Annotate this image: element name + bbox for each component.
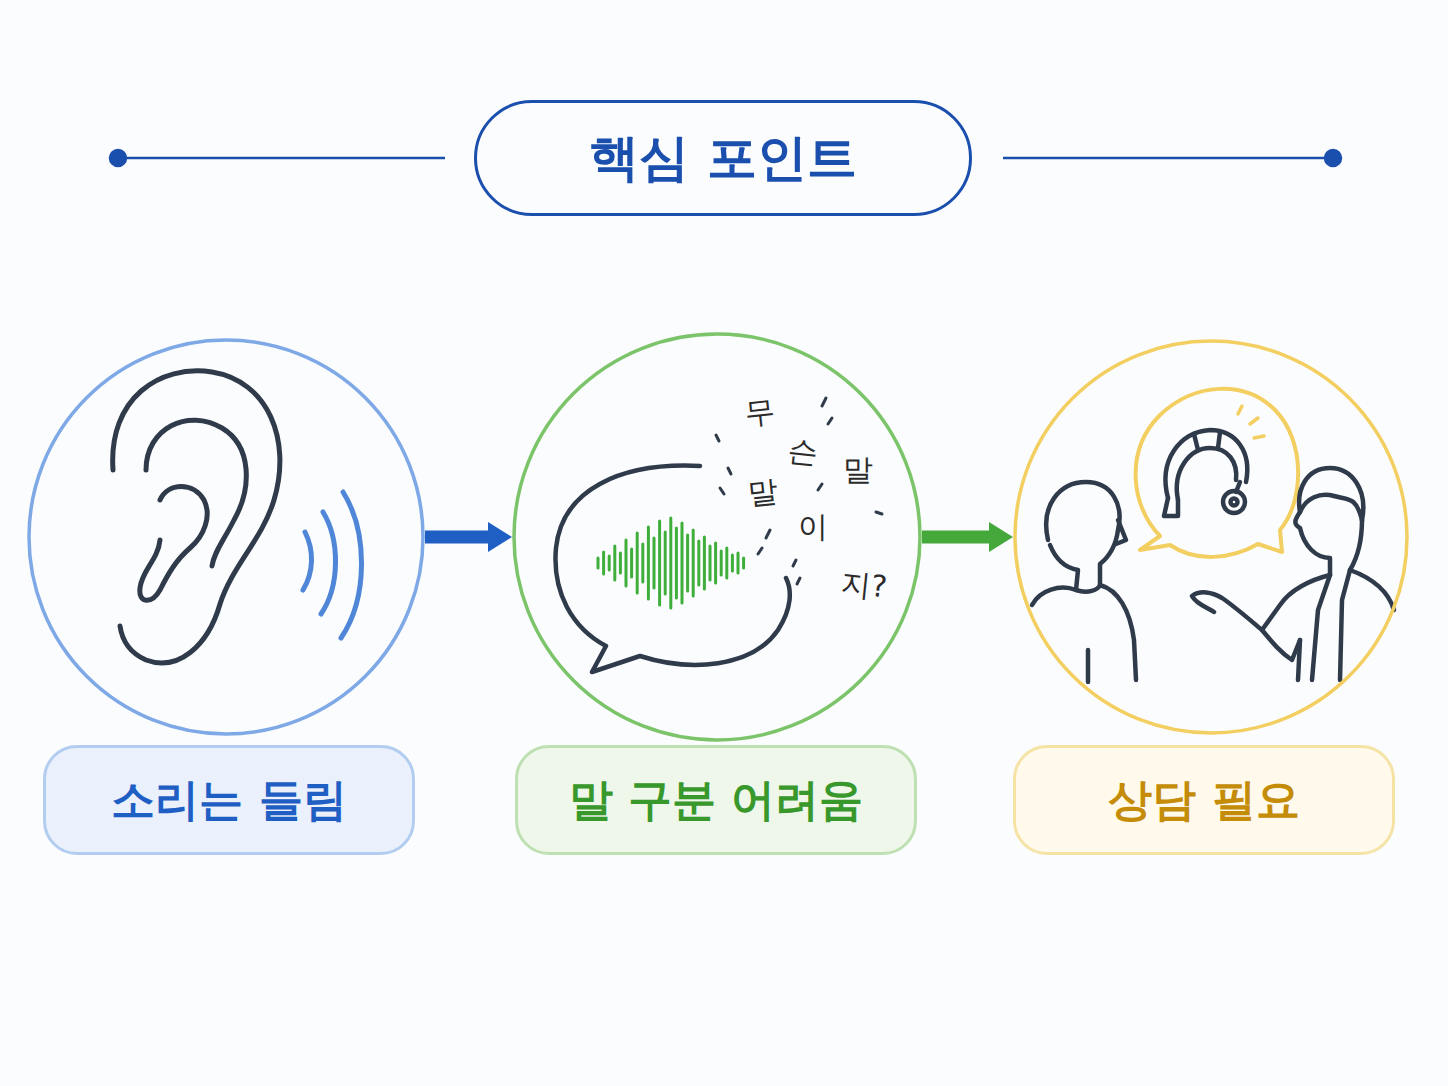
scattered-glyph: 슨: [787, 436, 820, 469]
scattered-glyph: 무: [744, 396, 777, 429]
speech-bubble: [555, 466, 789, 672]
consult-bubble: [1136, 389, 1299, 557]
sound-waveform: [598, 518, 744, 608]
scattered-glyph: 말: [747, 476, 780, 509]
scattered-glyph: 말: [843, 455, 873, 485]
step-node: 말 구분 어려움무슨말말이지?: [512, 332, 922, 855]
step-node: 소리는 들림: [27, 338, 425, 855]
step-node: 상담 필요: [1013, 339, 1409, 855]
person-patient: [1032, 482, 1136, 682]
step-label: 소리는 들림: [111, 771, 346, 830]
flow-arrow: [922, 531, 999, 544]
label-pill: 말 구분 어려움: [515, 745, 917, 855]
ear-icon: [113, 371, 280, 663]
title-pill: 핵심 포인트: [474, 100, 972, 216]
scatter-dashes: [716, 398, 882, 584]
step-circle: [1013, 339, 1409, 735]
circle-outline: [29, 340, 423, 734]
flow-arrow: [425, 531, 498, 544]
sound-waves: [303, 492, 362, 638]
step-label: 말 구분 어려움: [569, 771, 864, 830]
person-doctor: [1192, 468, 1394, 680]
label-pill: 소리는 들림: [43, 745, 415, 855]
circle-outline: [1015, 341, 1407, 733]
scattered-glyph: 이: [798, 512, 828, 542]
label-pill: 상담 필요: [1013, 745, 1395, 855]
sparkle: [1238, 406, 1264, 438]
step-circle: [512, 332, 922, 742]
title: 핵심 포인트: [589, 125, 856, 192]
circle-outline: [514, 334, 920, 740]
step-label: 상담 필요: [1108, 771, 1299, 830]
hearing-aid-icon: [1164, 430, 1247, 516]
scattered-glyph: 지?: [840, 568, 889, 603]
step-circle: [27, 338, 425, 736]
